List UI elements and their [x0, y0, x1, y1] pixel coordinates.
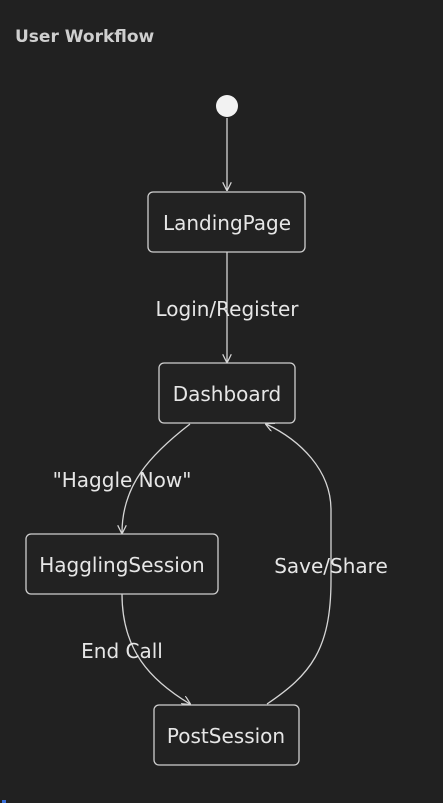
diagram-title: User Workflow: [15, 27, 155, 47]
edge-label-save-share: Save/Share: [274, 554, 388, 578]
edge-label-end-call: End Call: [81, 639, 163, 663]
edge-dashboard-to-haggling: [122, 423, 191, 533]
node-label-dashboard: Dashboard: [173, 382, 282, 406]
start-state: [216, 95, 238, 117]
node-label-post-session: PostSession: [167, 724, 285, 748]
edge-haggling-to-post: [121, 593, 190, 704]
edge-label-login-register: Login/Register: [155, 297, 299, 321]
node-post-session: PostSession: [153, 704, 300, 766]
node-haggling-session: HagglingSession: [25, 533, 219, 595]
edge-label-haggle-now: "Haggle Now": [53, 468, 192, 492]
corner-marker: [2, 800, 6, 803]
node-dashboard: Dashboard: [158, 362, 296, 424]
edge-post-to-dashboard: [266, 424, 332, 705]
node-label-haggling-session: HagglingSession: [39, 553, 204, 577]
node-label-landing-page: LandingPage: [163, 211, 291, 235]
node-landing-page: LandingPage: [147, 191, 306, 253]
